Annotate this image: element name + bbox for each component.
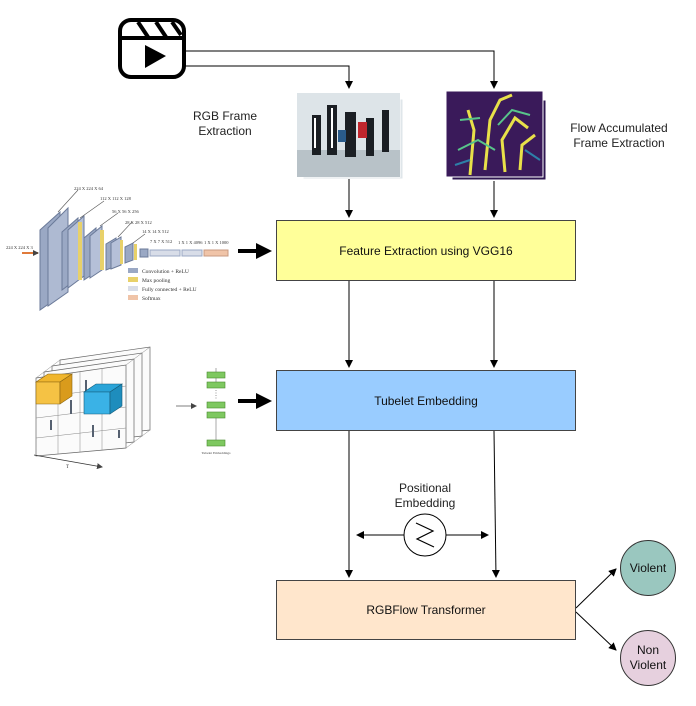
tubelet-embeddings-caption: Tubelet Embeddings <box>202 451 232 455</box>
vgg-dim-5: 14 X 14 X 512 <box>142 229 169 234</box>
vgg-dim-8: 1 X 1 X 1000 <box>204 240 229 245</box>
flow-frames-image <box>445 90 547 181</box>
vgg-dim-4: 28 X 28 X 512 <box>125 220 152 225</box>
vgg-legend-softmax: Softmax <box>142 295 161 302</box>
feature-extraction-box: Feature Extraction using VGG16 <box>276 220 576 281</box>
violent-output: Violent <box>620 540 676 596</box>
vgg16-architecture-image: 224 X 224 X 3 224 X 224 X 64 112 X 112 X… <box>6 186 229 311</box>
non-violent-output: Non Violent <box>620 630 676 686</box>
bold-arrows <box>238 243 272 409</box>
video-icon <box>118 18 186 79</box>
transformer-box: RGBFlow Transformer <box>276 580 576 640</box>
tubelet-grid-image: T Tubelet Embeddings <box>33 346 232 470</box>
positional-embedding-label: Positional Embedding <box>394 481 456 510</box>
frames-to-feature-arrows <box>345 179 498 218</box>
flow-extraction-label: Flow Accumulated Frame Extraction <box>570 121 668 150</box>
vgg-dim-6: 7 X 7 X 512 <box>150 239 172 244</box>
video-connectors <box>184 50 498 89</box>
vgg-dim-7: 1 X 1 X 4096 <box>178 240 203 245</box>
vgg-legend-fc: Fully connected + ReLU <box>142 287 197 293</box>
vgg-dim-2: 112 X 112 X 128 <box>100 196 132 201</box>
time-axis-label: T <box>66 465 69 470</box>
feature-to-tubelet-arrows <box>345 281 498 368</box>
rgb-extraction-label: RGB Frame Extraction <box>192 109 257 138</box>
vgg-dim-input: 224 X 224 X 3 <box>6 245 33 250</box>
wave-icon <box>403 513 447 557</box>
vgg-dim-3: 56 X 56 X 256 <box>112 209 139 214</box>
tubelet-embedding-box: Tubelet Embedding <box>276 370 576 431</box>
vgg-legend-conv: Convolution + ReLU <box>142 269 189 275</box>
vgg-dim-1: 224 X 224 X 64 <box>74 186 104 191</box>
rgb-frames-image <box>296 92 404 180</box>
output-arrows <box>575 568 617 651</box>
vgg-legend-pool: Max pooling <box>142 278 171 284</box>
tubelet-to-transformer-arrows <box>345 430 500 578</box>
